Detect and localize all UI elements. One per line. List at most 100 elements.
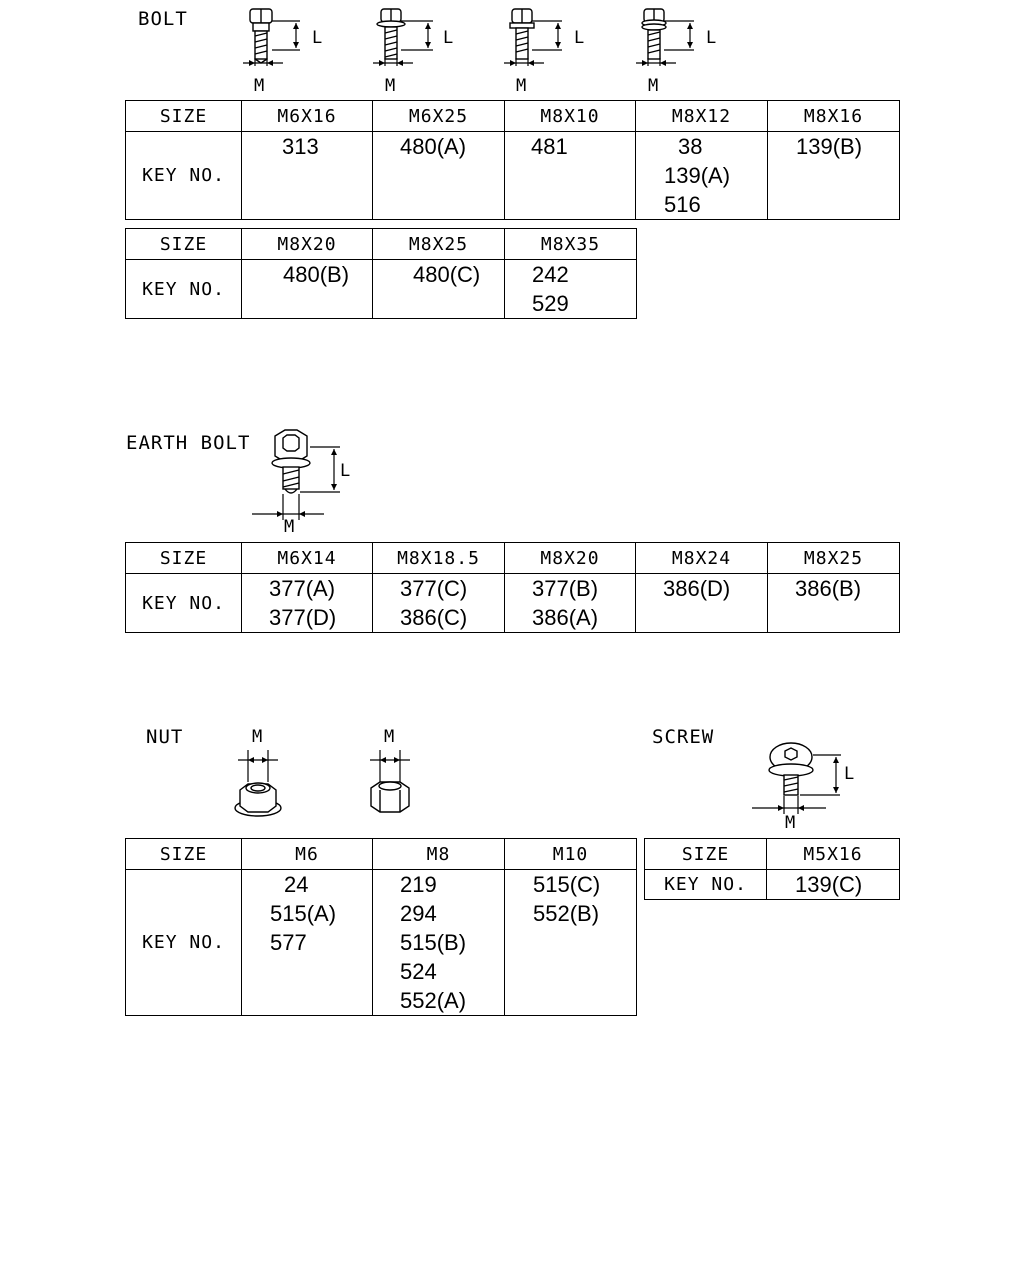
key-cell: 480(A): [372, 131, 505, 220]
size-cell: M8X20: [241, 228, 373, 260]
key-number: 386(C): [400, 605, 468, 630]
key-cell: 386(B): [767, 573, 900, 633]
key-no-header: KEY NO.: [644, 869, 767, 900]
bolt-length-label: L: [574, 28, 586, 48]
key-number: 480(A): [400, 134, 467, 159]
earth-bolt-size-table: SIZE M6X14 M8X18.5 M8X20 M8X24 M8X25 KEY…: [125, 542, 900, 633]
size-cell: M8X18.5: [372, 542, 505, 574]
key-cell: 386(D): [635, 573, 768, 633]
size-header: SIZE: [125, 228, 242, 260]
size-cell: M6X14: [241, 542, 373, 574]
nut-hex-drawing: [370, 781, 410, 813]
key-number: 38: [678, 134, 703, 159]
bolt-size-table-2: SIZE M8X20 M8X25 M8X35 KEY NO. 480(B) 48…: [125, 228, 637, 319]
size-cell: M8X25: [372, 228, 505, 260]
key-cell: 24 515(A) 577: [241, 869, 373, 1016]
size-cell: M8X16: [767, 100, 900, 132]
size-cell: M8: [372, 838, 505, 870]
size-cell: M10: [504, 838, 637, 870]
size-header: SIZE: [644, 838, 767, 870]
key-no-header: KEY NO.: [125, 131, 242, 220]
key-number: 552(B): [533, 901, 600, 926]
size-header: SIZE: [125, 100, 242, 132]
key-cell: 38 139(A) 516: [635, 131, 768, 220]
nut-diameter-label: M: [384, 727, 396, 747]
key-number: 377(D): [269, 605, 337, 630]
key-number: 577: [270, 930, 307, 955]
screw-drawing: [768, 742, 814, 796]
nut-size-table: SIZE M6 M8 M10 KEY NO. 24 515(A) 577 219…: [125, 838, 637, 1016]
earth-bolt-length-label: L: [340, 461, 352, 481]
bolt-length-label: L: [706, 28, 718, 48]
key-number: 139(A): [664, 163, 731, 188]
earth-bolt-drawing: [271, 429, 311, 494]
size-cell: M6X16: [241, 100, 373, 132]
key-cell: 242 529: [504, 259, 637, 319]
key-number: 377(C): [400, 576, 468, 601]
key-number: 377(B): [532, 576, 599, 601]
nut-flange-drawing: [234, 782, 282, 817]
key-number: 377(A): [269, 576, 336, 601]
screw-section-title: SCREW: [652, 726, 715, 748]
bolt-diameter-label: M: [385, 76, 397, 96]
bolt-section-title: BOLT: [138, 8, 188, 30]
key-number: 386(B): [795, 576, 862, 601]
size-cell: M8X20: [504, 542, 636, 574]
bolt-size-table-1: SIZE M6X16 M6X25 M8X10 M8X12 M8X16 KEY N…: [125, 100, 900, 220]
key-cell: 377(B) 386(A): [504, 573, 636, 633]
bolt-hex-drawing: [249, 8, 273, 64]
size-header: SIZE: [125, 838, 242, 870]
key-number: 139(C): [795, 872, 863, 897]
screw-length-label: L: [844, 764, 856, 784]
nut-section-title: NUT: [146, 726, 184, 748]
size-cell: M8X24: [635, 542, 768, 574]
earth-bolt-section-title: EARTH BOLT: [126, 432, 251, 454]
key-cell: 481: [504, 131, 636, 220]
key-no-header: KEY NO.: [125, 259, 242, 319]
key-number: 294: [400, 901, 437, 926]
key-cell: 219 294 515(B) 524 552(A): [372, 869, 505, 1016]
bolt-length-label: L: [443, 28, 455, 48]
key-number: 481: [531, 134, 568, 159]
key-number: 529: [532, 291, 569, 316]
key-number: 242: [532, 262, 569, 287]
key-number: 386(A): [532, 605, 599, 630]
size-cell: M6X25: [372, 100, 505, 132]
key-cell: 515(C) 552(B): [504, 869, 637, 1016]
size-cell: M5X16: [766, 838, 900, 870]
bolt-diameter-label: M: [254, 76, 266, 96]
screw-size-table: SIZE M5X16 KEY NO. 139(C): [644, 838, 900, 900]
key-number: 515(A): [270, 901, 337, 926]
key-number: 139(B): [796, 134, 863, 159]
screw-diameter-label: M: [785, 813, 797, 833]
key-cell: 480(C): [372, 259, 505, 319]
nut-diameter-label: M: [252, 727, 264, 747]
key-no-header: KEY NO.: [125, 573, 242, 633]
bolt-washer-drawing: [509, 8, 535, 60]
key-cell: 377(C) 386(C): [372, 573, 505, 633]
key-number: 524: [400, 959, 437, 984]
earth-bolt-diameter-label: M: [284, 517, 296, 537]
key-number: 552(A): [400, 988, 467, 1013]
size-cell: M6: [241, 838, 373, 870]
key-cell: 313: [241, 131, 373, 220]
size-cell: M8X35: [504, 228, 637, 260]
key-number: 515(C): [533, 872, 601, 897]
key-number: 219: [400, 872, 437, 897]
bolt-flange-drawing: [376, 8, 406, 60]
key-cell: 139(C): [766, 869, 900, 900]
key-number: 313: [282, 134, 319, 159]
size-cell: M8X12: [635, 100, 768, 132]
key-cell: 377(A) 377(D): [241, 573, 373, 633]
key-number: 386(D): [663, 576, 731, 601]
key-number: 480(C): [413, 262, 481, 287]
key-number: 516: [664, 192, 701, 217]
size-header: SIZE: [125, 542, 242, 574]
bolt-double-flange-drawing: [641, 8, 667, 60]
key-cell: 139(B): [767, 131, 900, 220]
size-cell: M8X25: [767, 542, 900, 574]
key-number: 480(B): [283, 262, 350, 287]
bolt-diameter-label: M: [516, 76, 528, 96]
key-number: 24: [284, 872, 309, 897]
